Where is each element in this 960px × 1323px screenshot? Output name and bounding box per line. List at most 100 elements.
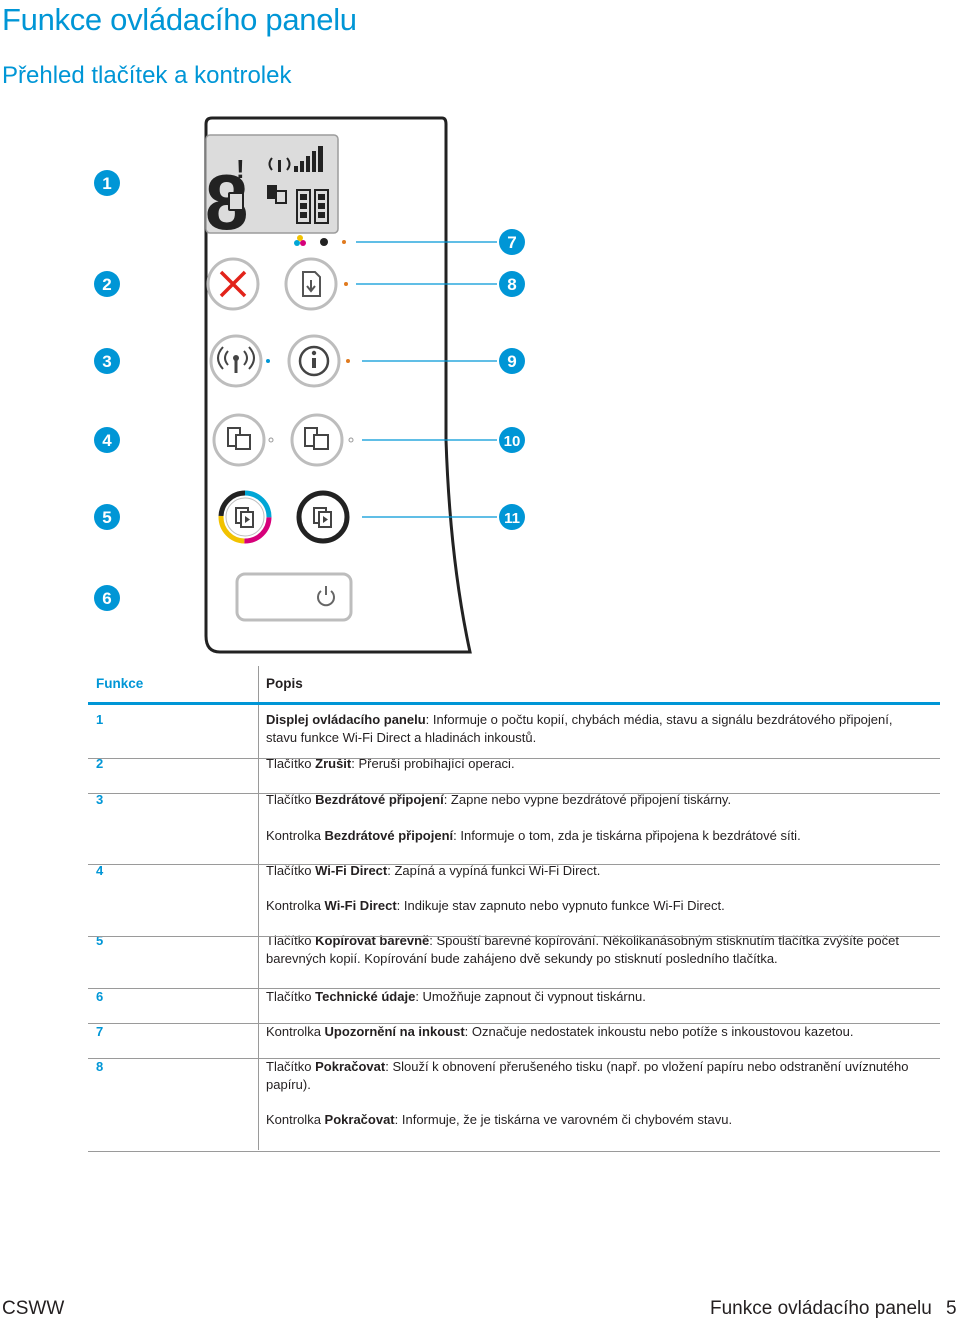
- svg-text:11: 11: [504, 510, 520, 527]
- function-table: Funkce Popis 1 Displej ovládacího panelu:…: [88, 666, 940, 1152]
- description-text: : Indikuje stav zapnuto nebo vypnuto fun…: [396, 898, 725, 913]
- svg-text:6: 6: [102, 589, 111, 608]
- row-separator: [88, 758, 940, 759]
- row-separator: [88, 864, 940, 865]
- resume-button-icon: [284, 257, 348, 311]
- callout-9: 9: [499, 348, 525, 374]
- row-separator: [88, 988, 940, 989]
- black-copy-button-icon: [296, 490, 350, 544]
- description-text: Tlačítko: [266, 863, 316, 878]
- page-title: Funkce ovládacího panelu: [2, 2, 357, 37]
- term-name: Technické údaje: [315, 989, 416, 1004]
- callout-leader-lines: [356, 241, 497, 518]
- description-text: : Informuje, že je tiskárna ve varovném …: [394, 1112, 733, 1127]
- description-text: : Zapíná a vypíná funkci Wi-Fi Direct.: [387, 863, 601, 878]
- ink-level-icon: [296, 189, 329, 224]
- section-title: Přehled tlačítek a kontrolek: [2, 62, 292, 89]
- row-number: 5: [96, 933, 104, 948]
- footer-left: CSWW: [2, 1298, 65, 1319]
- row-description: Kontrolka Upozornění na inkoust: Označuj…: [266, 1023, 926, 1041]
- row-description: Kontrolka Pokračovat: Informuje, že je t…: [266, 1111, 926, 1129]
- row-separator: [88, 936, 940, 937]
- svg-text:8: 8: [507, 275, 516, 294]
- callout-7: 7: [499, 229, 525, 255]
- term-name: Wi-Fi Direct: [324, 898, 397, 913]
- power-button-icon: [235, 572, 353, 622]
- description-text: : Informuje o tom, zda je tiskárna připo…: [453, 828, 801, 843]
- description-text: Kontrolka: [266, 828, 325, 843]
- callout-8: 8: [499, 271, 525, 297]
- header-popis: Popis: [266, 676, 303, 691]
- row-number: 2: [96, 756, 104, 771]
- description-text: Tlačítko: [266, 1059, 316, 1074]
- description-text: : Zapne nebo vypne bezdrátové připojení …: [443, 792, 732, 807]
- callout-1: 1: [94, 170, 120, 196]
- row-number: 1: [96, 712, 104, 727]
- column-divider: [258, 666, 259, 1150]
- description-text: Tlačítko: [266, 792, 316, 807]
- term-name: Pokračovat: [324, 1112, 395, 1127]
- row-description: Tlačítko Zrušit: Přeruší probíhající ope…: [266, 755, 926, 773]
- callout-6: 6: [94, 585, 120, 611]
- row-description: Tlačítko Pokračovat: Slouží k obnovení p…: [266, 1058, 926, 1094]
- information-button-icon: [287, 334, 350, 388]
- callout-10: 10: [499, 427, 525, 453]
- description-text: Tlačítko: [266, 756, 316, 771]
- term-name: Bezdrátové připojení: [315, 792, 444, 807]
- color-copy-button-icon: [218, 490, 272, 544]
- description-text: : Informuje o počtu kopií, chybách média…: [266, 712, 893, 745]
- description-text: : Slouží k obnovení přerušeného tisku (n…: [266, 1059, 909, 1092]
- media-icon: [228, 192, 244, 211]
- row-description: Tlačítko Technické údaje: Umožňuje zapno…: [266, 988, 926, 1006]
- display-alert-icon: !: [236, 154, 245, 184]
- svg-text:7: 7: [507, 233, 516, 252]
- row-separator: [88, 1058, 940, 1059]
- wireless-button-icon: [209, 334, 270, 388]
- footer-chapter: Funkce ovládacího panelu: [710, 1298, 932, 1319]
- ink-alert-light: [294, 235, 346, 246]
- row-separator: [88, 793, 940, 794]
- term-name: Upozornění na inkoust: [324, 1024, 465, 1039]
- row-separator: [88, 1151, 940, 1152]
- callout-3: 3: [94, 348, 120, 374]
- callout-5: 5: [94, 504, 120, 530]
- row-separator: [88, 1023, 940, 1024]
- callout-4: 4: [94, 427, 120, 453]
- row-description: Tlačítko Wi-Fi Direct: Zapíná a vypíná f…: [266, 862, 926, 880]
- term-name: Zrušit: [315, 756, 352, 771]
- row-number: 3: [96, 792, 104, 807]
- svg-text:3: 3: [102, 352, 111, 371]
- row-description: Kontrolka Bezdrátové připojení: Informuj…: [266, 827, 926, 845]
- cancel-button-icon: [206, 257, 260, 311]
- svg-text:10: 10: [504, 433, 521, 450]
- wifi-direct-info-button-icon: [290, 413, 354, 467]
- callout-11: 11: [499, 504, 525, 530]
- lcd-display: ! 8: [205, 134, 339, 246]
- term-name: Wi-Fi Direct: [315, 863, 388, 878]
- svg-text:1: 1: [102, 174, 111, 193]
- row-description: Tlačítko Kopírovat barevně: Spouští bare…: [266, 932, 926, 968]
- row-description: Displej ovládacího panelu: Informuje o p…: [266, 711, 926, 747]
- callout-2: 2: [94, 271, 120, 297]
- row-number: 8: [96, 1059, 104, 1074]
- wifi-direct-display-icon: [267, 185, 287, 204]
- description-text: : Umožňuje zapnout či vypnout tiskárnu.: [415, 989, 646, 1004]
- svg-text:2: 2: [102, 275, 111, 294]
- row-number: 7: [96, 1024, 104, 1039]
- description-text: Tlačítko: [266, 989, 316, 1004]
- panel-outline: [204, 116, 472, 654]
- wifi-direct-button-icon: [212, 413, 274, 467]
- term-name: Pokračovat: [315, 1059, 386, 1074]
- svg-text:5: 5: [102, 508, 111, 527]
- footer-page-number: 5: [946, 1298, 957, 1319]
- svg-text:4: 4: [102, 431, 112, 450]
- description-text: : Přeruší probíhající operaci.: [351, 756, 515, 771]
- control-panel-diagram: ! 8: [94, 116, 525, 654]
- svg-text:9: 9: [507, 352, 516, 371]
- row-number: 4: [96, 863, 104, 878]
- row-description: Kontrolka Wi-Fi Direct: Indikuje stav za…: [266, 897, 926, 915]
- description-text: Kontrolka: [266, 898, 325, 913]
- header-funkce: Funkce: [96, 676, 144, 691]
- description-text: Kontrolka: [266, 1024, 325, 1039]
- row-description: Tlačítko Bezdrátové připojení: Zapne neb…: [266, 791, 926, 809]
